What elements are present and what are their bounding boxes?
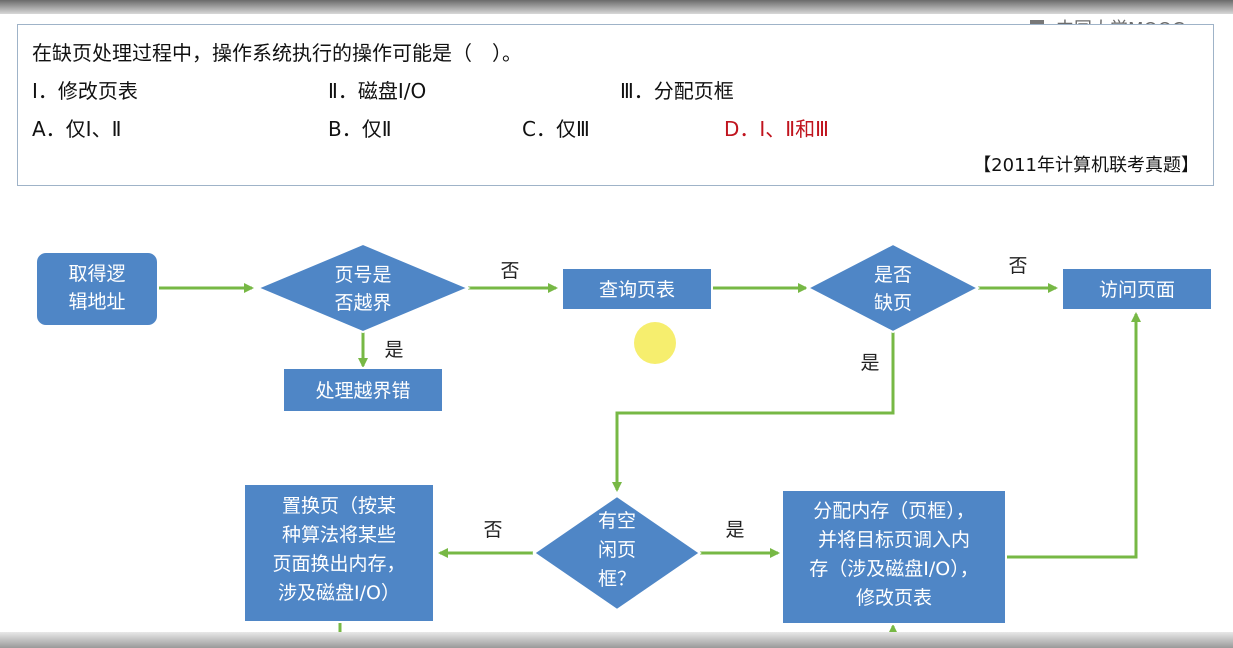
node-get-address-line-1: 取得逻 (68, 263, 125, 285)
window-bottom-bar (0, 632, 1233, 648)
node-allocate-memory-line-1: 分配内存（页框）， (813, 500, 975, 522)
node-bounds-error (282, 367, 444, 413)
node-replace-page-line-2: 种算法将某些 (282, 524, 396, 546)
node-lookup-table (561, 267, 713, 311)
node-access-page (1061, 267, 1213, 311)
node-page-fault-check-line-2: 缺页 (874, 292, 912, 314)
node-allocate-memory-line-2: 并将目标页调入内 (818, 529, 970, 551)
edge-label-bounds-yes: 是 (384, 339, 403, 361)
statement-2: Ⅱ．磁盘I/O (328, 79, 427, 103)
node-bounds-check-line-2: 否越界 (334, 292, 391, 314)
node-free-frame-check (532, 494, 702, 612)
edge-label-free-yes: 是 (725, 519, 744, 541)
question-panel: 在缺页处理过程中，操作系统执行的操作可能是（ ）。 Ⅰ．修改页表 Ⅱ．磁盘I/O… (17, 24, 1214, 186)
statement-1: Ⅰ．修改页表 (32, 79, 138, 103)
edge-label-fault-yes: 是 (860, 352, 879, 374)
question-stem: 在缺页处理过程中，操作系统执行的操作可能是（ ）。 (32, 41, 522, 65)
node-access-page-label: 访问页面 (1099, 279, 1175, 301)
arrow-fault-to-free-check (612, 332, 895, 492)
node-bounds-error-label: 处理越界错 (315, 380, 410, 402)
node-free-frame-check-line-1: 有空 (598, 510, 636, 532)
cursor-highlight (634, 322, 676, 364)
node-replace-page-line-3: 页面换出内存， (272, 553, 405, 575)
option-c: C．仅Ⅲ (522, 117, 590, 141)
node-bounds-check-line-1: 页号是 (334, 264, 391, 286)
node-page-fault-check (805, 242, 981, 334)
node-replace-page-line-1: 置换页（按某 (282, 495, 396, 517)
node-replace-page-line-4: 涉及磁盘I/O） (278, 582, 400, 604)
edge-label-free-no: 否 (483, 519, 502, 541)
node-lookup-table-label: 查询页表 (599, 279, 675, 301)
edge-label-fault-no: 否 (1008, 255, 1027, 277)
node-bounds-check (255, 242, 471, 334)
option-b: B．仅Ⅱ (328, 117, 392, 141)
node-allocate-memory (781, 489, 1007, 625)
node-allocate-memory-line-3: 存（涉及磁盘I/O）， (809, 558, 978, 580)
edge-label-bounds-no: 否 (500, 260, 519, 282)
node-get-address (35, 251, 159, 327)
node-page-fault-check-line-1: 是否 (874, 264, 912, 286)
window-top-bar (0, 0, 1233, 14)
question-source: 【2011年计算机联考真题】 (973, 155, 1199, 176)
node-get-address-line-2: 辑地址 (68, 291, 125, 313)
statement-3: Ⅲ．分配页框 (620, 79, 734, 103)
arrow-allocate-to-access (1006, 312, 1141, 559)
node-free-frame-check-line-3: 框？ (598, 568, 636, 590)
node-free-frame-check-line-2: 闲页 (598, 539, 636, 561)
node-replace-page (243, 483, 435, 623)
option-a: A．仅Ⅰ、Ⅱ (32, 117, 122, 141)
node-allocate-memory-line-4: 修改页表 (856, 587, 932, 609)
option-d-correct: D．Ⅰ、Ⅱ和Ⅲ (724, 117, 829, 141)
